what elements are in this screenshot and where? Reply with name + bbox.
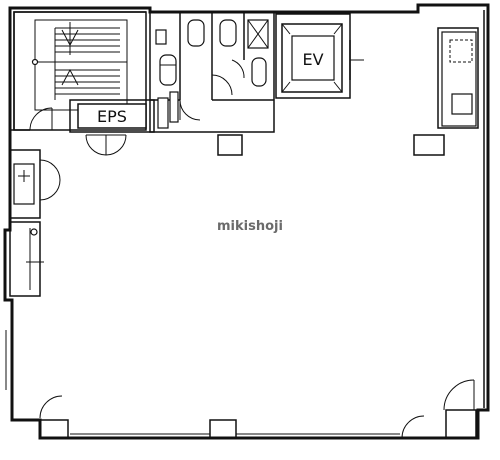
utility-box [155,29,167,45]
elevator-car-icon [291,35,335,81]
stairs-icon [31,19,128,111]
toilet-core [149,11,275,133]
partition [169,91,179,123]
elevator: EV [275,13,364,99]
watermark: mikishoji [217,219,283,234]
sink-icon [251,57,267,87]
toilet-icon [159,54,177,86]
toilet-icon [219,19,237,47]
entrance-doors [85,134,127,156]
window-line [5,330,400,435]
elevator-label: EV [302,50,323,69]
toilet-icon [187,19,205,47]
eps-label-box [77,103,147,129]
eps-room: EPS [69,99,155,133]
kitchenette-icon [437,27,479,129]
eps-label: EPS [97,107,127,126]
bottom-doors [39,379,477,439]
sink-icon [13,163,35,205]
columns [39,134,445,439]
sink-counter [157,97,169,129]
left-utility [9,149,61,297]
